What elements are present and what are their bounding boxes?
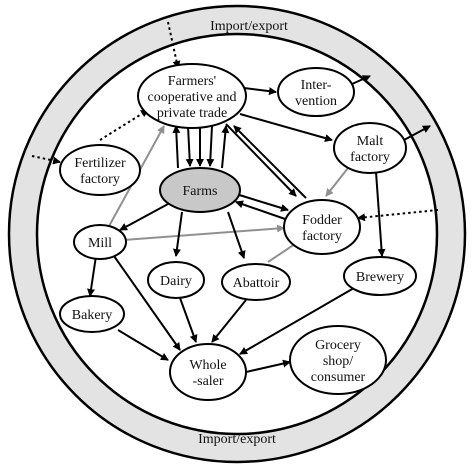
node-label-fertilizer-1: factory: [80, 172, 120, 187]
node-fodder: [283, 199, 361, 255]
edge-malt-brewery: [375, 171, 386, 257]
node-abattoir: [221, 263, 291, 301]
nodes: [59, 63, 417, 401]
edge-abattoir-wholesaler: [211, 299, 247, 343]
node-dairy: [147, 261, 205, 299]
node-label-fodder-1: factory: [302, 229, 342, 244]
node-malt: [333, 122, 407, 174]
edge-mill-bakery: [87, 255, 97, 297]
node-label-wholesaler-1: -saler: [192, 374, 223, 389]
node-label-bakery-0: Bakery: [72, 308, 112, 323]
node-brewery: [343, 256, 417, 296]
node-label-grocery-2: consumer: [311, 370, 366, 385]
node-label-brewery-0: Brewery: [356, 270, 404, 285]
node-mill: [73, 224, 127, 260]
node-farms: [159, 167, 241, 213]
edge-import-fodder: [357, 209, 439, 222]
node-label-wholesaler-0: Whole: [189, 358, 226, 373]
edge-coop-malt: [239, 113, 333, 142]
edge-coop-fodder: [225, 123, 297, 197]
edge-brewery-wholesaler: [239, 287, 355, 355]
node-fertilizer: [59, 144, 141, 196]
node-label-intervention-0: Inter-: [301, 78, 332, 93]
edge-mill-wholesaler: [113, 255, 181, 351]
node-wholesaler: [169, 343, 247, 401]
edge-farms-fodder: [235, 193, 289, 212]
node-label-mill-0: Mill: [88, 236, 112, 251]
edge-coop-intervention: [243, 87, 277, 96]
edge-farms-coop-2: [221, 125, 230, 169]
edge-fodder-coop: [233, 125, 307, 199]
edge-farms-mill: [119, 203, 169, 231]
edge-malt-fodder: [325, 167, 349, 197]
edges: [31, 21, 439, 373]
edge-coop-farms-3: [206, 125, 215, 167]
edge-malt-export: [403, 125, 431, 141]
node-label-coop-2: private trade: [157, 106, 227, 121]
edge-fertilizer-coop: [99, 109, 149, 141]
ring-label-bottom: Import/export: [198, 432, 276, 447]
edge-farms-coop: [172, 125, 181, 169]
node-intervention: [277, 67, 355, 117]
node-label-fertilizer-0: Fertilizer: [74, 156, 126, 171]
node-label-coop-0: Farmers': [168, 74, 216, 89]
node-grocery: [289, 325, 387, 395]
edge-coop-farms-1: [185, 125, 194, 167]
node-label-grocery-1: shop/: [323, 354, 353, 369]
node-label-intervention-1: vention: [295, 94, 337, 109]
node-label-dairy-0: Dairy: [160, 274, 192, 289]
node-label-malt-1: factory: [350, 150, 390, 165]
node-coop: [137, 63, 247, 129]
edge-import-coop: [167, 21, 181, 69]
edge-farms-abattoir: [227, 211, 246, 259]
node-label-abattoir-0: Abattoir: [233, 276, 280, 291]
node-label-farms-0: Farms: [183, 184, 218, 199]
edge-wholesaler-grocery: [245, 359, 291, 373]
edge-fodder-farms: [235, 200, 289, 221]
node-label-coop-1: cooperative and: [147, 90, 236, 105]
edge-bakery-wholesaler: [117, 329, 169, 361]
node-label-grocery-0: Grocery: [315, 338, 361, 353]
node-label-fodder-0: Fodder: [302, 213, 342, 228]
edge-import-fertilizer: [31, 155, 61, 165]
node-label-malt-0: Malt: [357, 134, 384, 149]
edge-farms-dairy: [172, 211, 183, 257]
ring-label-top: Import/export: [210, 19, 288, 34]
edge-dairy-wholesaler: [179, 297, 198, 343]
edge-mill-fodder: [123, 224, 285, 241]
node-bakery: [59, 295, 125, 333]
edge-intervention-export: [351, 75, 371, 85]
